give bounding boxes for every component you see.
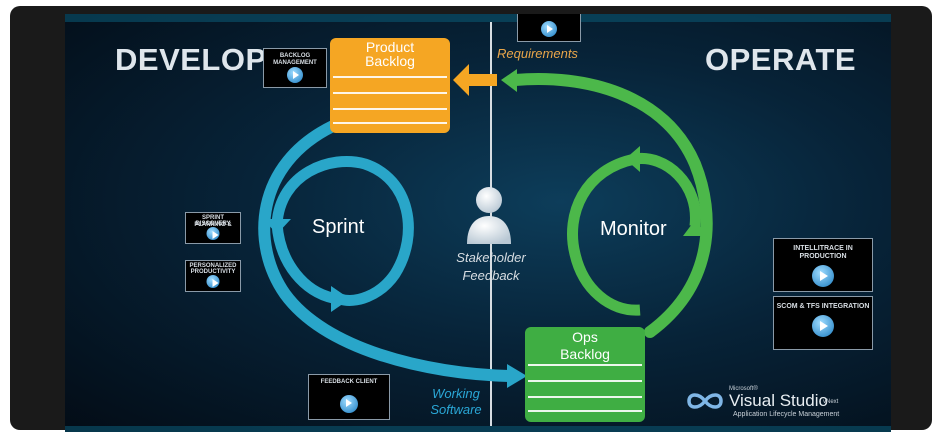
play-icon[interactable]	[812, 265, 834, 287]
working-label: Working	[432, 386, 480, 401]
vnext-text: vNext	[823, 399, 839, 405]
scom-tfs-caption: SCOM & TFS INTEGRATION	[776, 303, 870, 310]
requirements-arrow-shaft	[469, 74, 497, 86]
backlog-management-thumbnail[interactable]: BACKLOG MANAGEMENT	[263, 48, 327, 88]
intellitrace-caption-1: INTELLITRACE IN	[793, 245, 853, 252]
play-icon[interactable]	[287, 67, 303, 83]
requirements-label: Requirements	[497, 46, 578, 61]
stakeholder-head	[476, 187, 502, 213]
feedback-label: Feedback	[462, 268, 520, 283]
play-icon[interactable]	[206, 275, 220, 288]
personalized-caption-1: PERSONALIZED	[189, 263, 237, 269]
develop-heading: DEVELOP	[115, 42, 267, 77]
diagram-screen: DEVELOP OPERATE Product Backlog Ops Back…	[65, 14, 891, 432]
requirements-arrowhead	[501, 69, 517, 92]
play-icon[interactable]	[206, 227, 220, 240]
top-bar	[65, 14, 891, 22]
top-video-thumbnail[interactable]	[517, 14, 581, 42]
sprint-planning-thumbnail[interactable]: SPRINT PLANNING & DISCOVERY	[185, 212, 241, 244]
ops-backlog-label-2: Backlog	[560, 346, 610, 362]
stakeholder-label: Stakeholder	[456, 250, 526, 265]
software-label: Software	[430, 402, 482, 417]
feedback-client-caption: FEEDBACK CLIENT	[320, 379, 378, 385]
sprint-entry-arrowhead	[263, 219, 291, 234]
stakeholder-body	[467, 216, 511, 244]
backlog-management-caption: BACKLOG MANAGEMENT	[273, 53, 317, 66]
ops-backlog-label-1: Ops	[572, 329, 598, 345]
sprint-label: Sprint	[312, 216, 365, 238]
product-backlog-label: Product Backlog	[365, 39, 415, 69]
monitor-top-arrowhead	[625, 146, 640, 172]
intellitrace-caption-2: PRODUCTION	[799, 253, 847, 260]
bottom-bar	[65, 426, 891, 432]
play-icon[interactable]	[340, 395, 358, 413]
sprint-loop-entry	[271, 223, 335, 304]
requirements-arrow-tip	[453, 64, 469, 96]
sprint-planning-caption-2: DISCOVERY	[195, 221, 231, 227]
personalized-productivity-thumbnail[interactable]: PERSONALIZED PRODUCTIVITY	[185, 260, 241, 292]
working-software-arrowhead	[507, 364, 527, 388]
visual-studio-text: Visual Studio	[729, 391, 828, 410]
microsoft-text: Microsoft®	[729, 386, 758, 392]
monitor-arrowhead	[683, 220, 708, 236]
monitor-loop	[567, 152, 701, 316]
visual-studio-logo-icon	[687, 393, 723, 409]
monitor-label: Monitor	[600, 218, 667, 240]
video-frame: DEVELOP OPERATE Product Backlog Ops Back…	[10, 6, 932, 432]
operate-outer-flow	[509, 73, 713, 338]
ops-backlog-block	[525, 327, 645, 422]
devops-cycle-diagram	[258, 22, 713, 426]
intellitrace-thumbnail[interactable]: INTELLITRACE IN PRODUCTION	[773, 238, 873, 292]
alm-tagline: Application Lifecycle Management	[733, 411, 840, 418]
personalized-caption-2: PRODUCTIVITY	[190, 269, 236, 275]
sprint-planning-caption-1: SPRINT PLANNING &	[194, 215, 232, 228]
play-icon[interactable]	[812, 315, 834, 337]
visual-studio-branding: Microsoft® Visual Studio vNext Applicati…	[685, 386, 885, 426]
sprint-loop	[271, 156, 414, 306]
operate-heading: OPERATE	[705, 42, 857, 77]
play-icon[interactable]	[541, 21, 557, 37]
sprint-arrowhead	[331, 286, 350, 312]
feedback-client-thumbnail[interactable]: FEEDBACK CLIENT	[308, 374, 390, 420]
develop-outer-flow	[258, 120, 516, 382]
scom-tfs-thumbnail[interactable]: SCOM & TFS INTEGRATION	[773, 296, 873, 350]
